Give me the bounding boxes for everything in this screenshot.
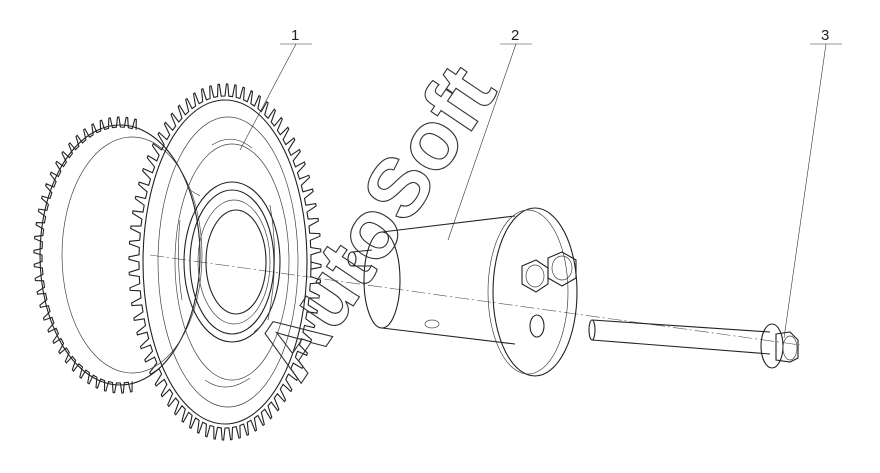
rear-gear	[33, 116, 203, 394]
callout-2-label: 2	[511, 27, 519, 44]
hub-shaft	[347, 207, 578, 377]
long-bolt	[588, 319, 799, 369]
front-gear	[128, 83, 322, 441]
callout-3-label: 3	[821, 27, 829, 44]
callout-2: 2	[447, 27, 532, 241]
callout-1: 1	[239, 27, 312, 151]
callout-3: 3	[783, 27, 842, 339]
axis-centerline	[149, 254, 801, 346]
watermark: AutoSoft	[237, 49, 513, 395]
flange-bolt-1	[521, 259, 549, 293]
flange-bolt-2	[547, 251, 577, 287]
callout-1-label: 1	[291, 27, 299, 44]
gear-assembly	[33, 83, 322, 441]
